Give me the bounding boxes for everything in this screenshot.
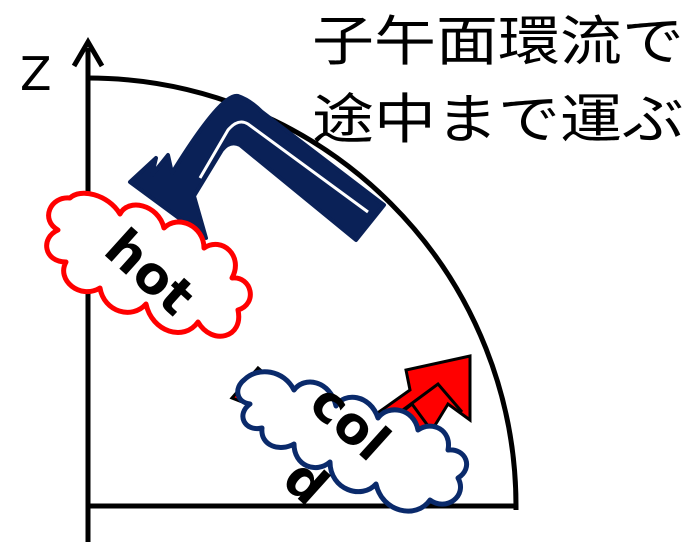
- hot-cloud: hot: [44, 190, 253, 339]
- caption-line-2: 途中まで運ぶ: [312, 88, 684, 151]
- caption-line-1: 子午面環流で: [312, 10, 684, 73]
- z-axis: Z: [20, 37, 105, 542]
- cold-cloud-outline: [235, 369, 470, 514]
- downward-arrow-inner-edge: [198, 120, 369, 214]
- quadrant-arc: [87, 75, 519, 507]
- downward-arrow-body: [128, 93, 386, 242]
- hot-cloud-outline: [44, 190, 253, 339]
- z-axis-arrowhead: [71, 37, 105, 68]
- caption: 子午面環流で 途中まで運ぶ: [312, 10, 684, 151]
- downward-transport-arrow: [128, 93, 386, 242]
- z-axis-label: Z: [20, 47, 52, 101]
